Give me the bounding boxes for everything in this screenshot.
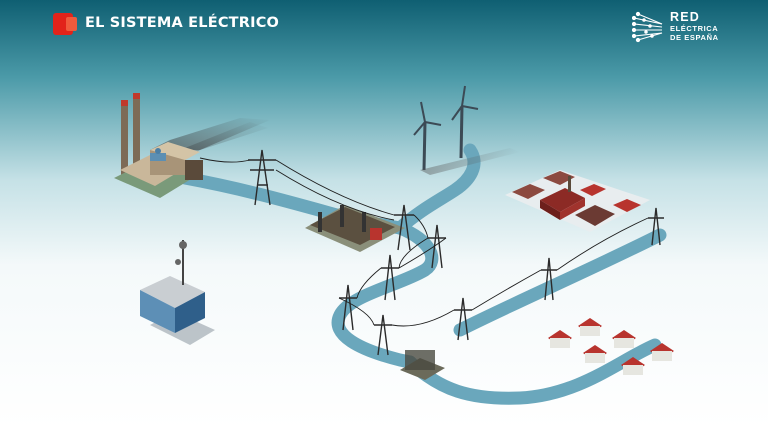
house-icon — [548, 318, 674, 375]
telecom-building-icon — [140, 240, 215, 345]
ree-network-logo-icon — [632, 11, 663, 43]
power-plant-icon — [114, 93, 270, 198]
wind-turbine-icon — [413, 85, 479, 171]
page-title: EL SISTEMA ELÉCTRICO — [85, 15, 280, 31]
red-square-logo-icon — [53, 13, 77, 35]
brand-line-1: RED — [670, 10, 700, 24]
industry-icon — [505, 170, 650, 232]
transmission-tower-icon — [248, 149, 664, 356]
header-bar: EL SISTEMA ELÉCTRICO RED ELÉCTRICA DE ES… — [0, 0, 768, 48]
grid-path — [178, 143, 667, 405]
power-lines — [199, 157, 649, 327]
brand-line-2: ELÉCTRICA — [670, 24, 719, 33]
ree-brand-text: RED ELÉCTRICA DE ESPAÑA — [670, 10, 719, 43]
transformer-icon — [400, 350, 445, 380]
brand-line-3: DE ESPAÑA — [670, 33, 719, 42]
substation-icon — [305, 205, 405, 252]
